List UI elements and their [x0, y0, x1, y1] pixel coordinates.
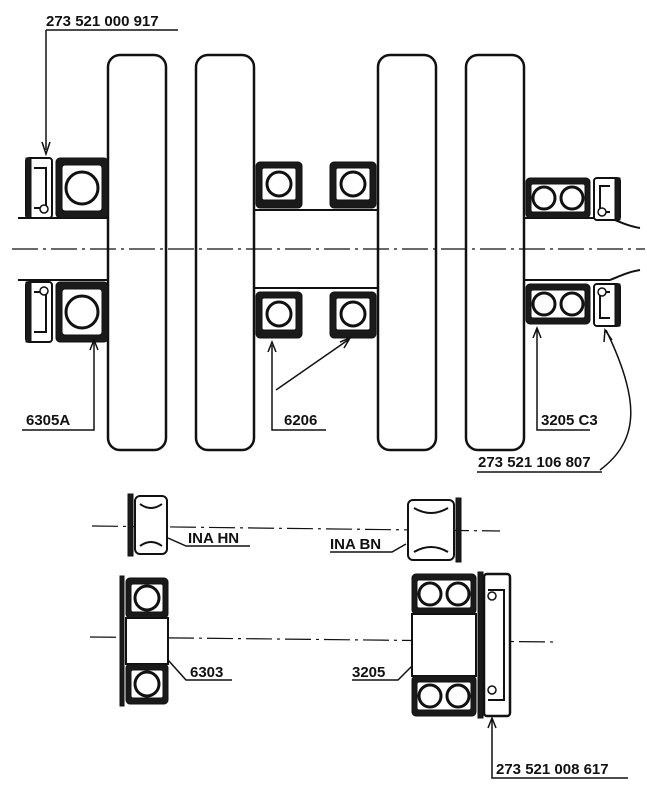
label-ina-bn: INA BN [330, 536, 381, 553]
bearing-3205-c3 [525, 177, 591, 325]
bearing-6206-left [255, 161, 303, 339]
label-bearing-6206: 6206 [284, 412, 317, 429]
crank-web-1 [106, 53, 168, 452]
label-ina-hn: INA HN [188, 530, 239, 547]
label-bearing-3205-c3: 3205 C3 [541, 412, 598, 429]
leader-lines-top [22, 29, 632, 473]
label-3205: 3205 [352, 664, 385, 681]
bearing-6206-right [329, 161, 377, 339]
crank-webs [106, 53, 526, 452]
crank-web-2 [194, 53, 256, 452]
needle-bearing-ina-bn: INA BN [330, 497, 462, 563]
bearing-3205: 3205 [352, 573, 477, 717]
bearing-6303: 6303 [89, 575, 556, 707]
label-6303: 6303 [190, 664, 223, 681]
label-seal-right: 273 521 106 807 [478, 454, 591, 471]
seal-left [25, 157, 53, 343]
bearing-6305a [55, 157, 109, 343]
seal-right [593, 177, 621, 327]
label-seal-bottom: 273 521 008 617 [496, 761, 609, 778]
seal-273-521-008-617: 273 521 008 617 [477, 571, 628, 779]
label-bearing-6305a: 6305A [26, 412, 70, 429]
label-seal-top-left: 273 521 000 917 [46, 13, 159, 30]
crank-web-4 [464, 53, 526, 452]
crank-web-3 [376, 53, 438, 452]
needle-bearing-ina-hn: INA HN [91, 493, 501, 557]
crankshaft-assembly: 273 521 000 917 6305A 6206 3205 C3 273 5… [12, 13, 645, 473]
parts-detail: INA HN INA BN 6303 [89, 493, 628, 779]
